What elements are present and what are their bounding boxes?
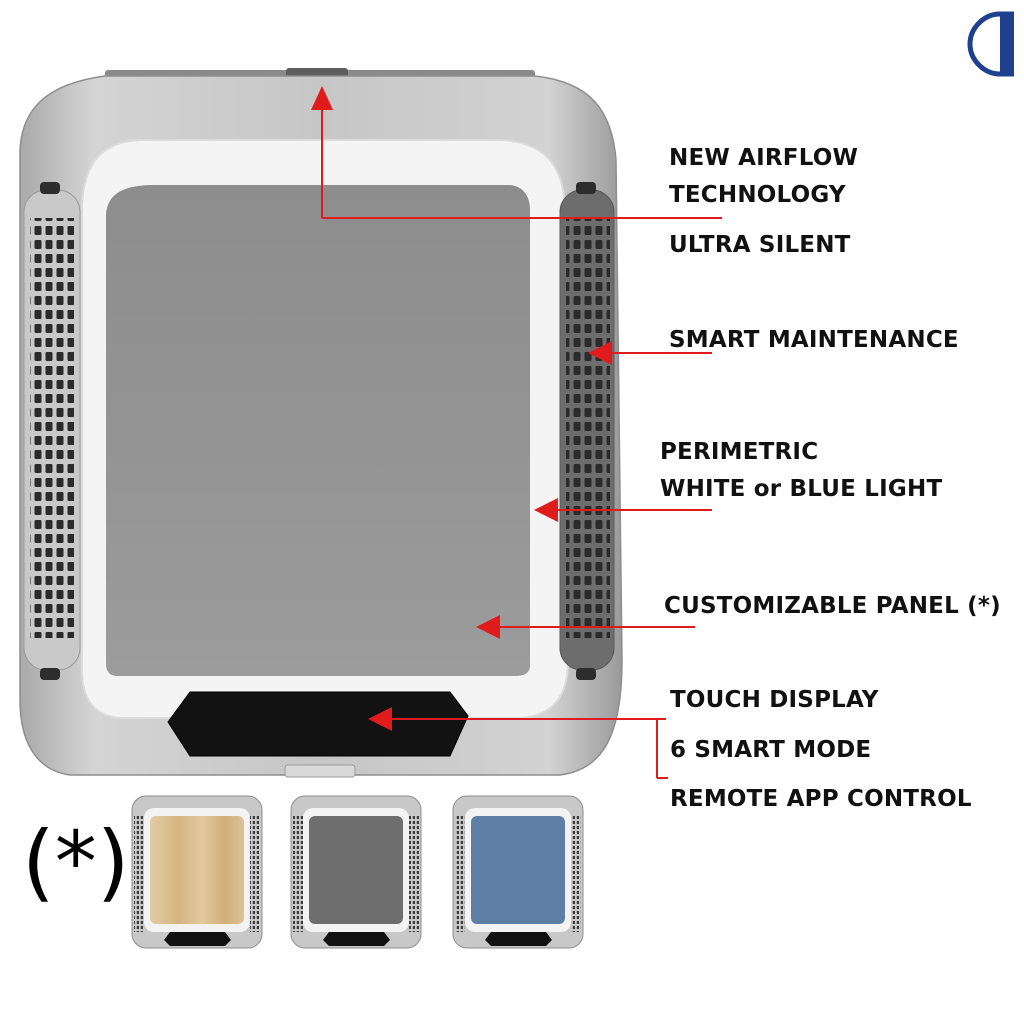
- label-remote-app: REMOTE APP CONTROL: [670, 786, 972, 812]
- label-airflow-line2: TECHNOLOGY: [669, 182, 846, 208]
- label-perimetric-line2: WHITE or BLUE LIGHT: [660, 476, 943, 502]
- variant-grey: [290, 795, 422, 949]
- variants-marker: (*): [22, 813, 130, 911]
- label-smart-maintenance: SMART MAINTENANCE: [669, 327, 959, 353]
- label-ultra-silent: ULTRA SILENT: [669, 232, 851, 258]
- touch-display: [167, 691, 469, 757]
- bottom-foot: [284, 764, 356, 778]
- label-smart-mode: 6 SMART MODE: [670, 737, 872, 763]
- right-vent-holes: [566, 218, 610, 638]
- label-customizable-panel: CUSTOMIZABLE PANEL (*): [664, 593, 1001, 619]
- variant-wood: [131, 795, 263, 949]
- label-airflow-line1: NEW AIRFLOW: [669, 145, 859, 171]
- label-touch-display: TOUCH DISPLAY: [670, 687, 879, 713]
- brand-logo: [967, 11, 1014, 77]
- label-perimetric-line1: PERIMETRIC: [660, 439, 819, 465]
- left-vent-holes: [30, 218, 74, 638]
- customizable-panel: [106, 185, 530, 676]
- annotation-arrows: [311, 86, 722, 779]
- variant-blue: [452, 795, 584, 949]
